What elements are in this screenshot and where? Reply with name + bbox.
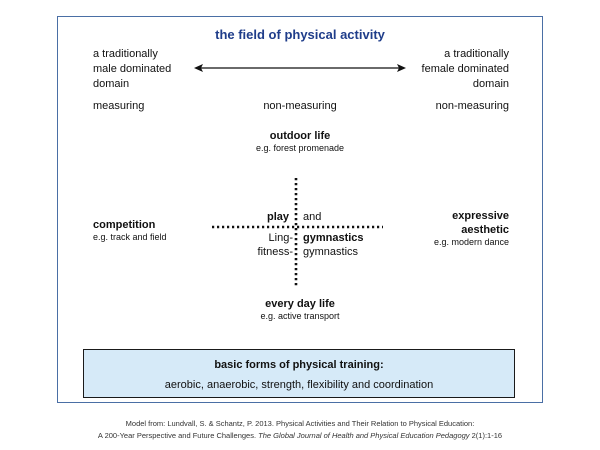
physical-training-items: aerobic, anaerobic, strength, flexibilit… xyxy=(164,379,434,391)
measuring-label: measuring xyxy=(93,100,145,112)
citation-line-2: A 200-Year Perspective and Future Challe… xyxy=(0,431,600,440)
citation-line-1: Model from: Lundvall, S. & Schantz, P. 2… xyxy=(125,419,475,428)
diagram-title: the field of physical activity xyxy=(215,27,385,42)
male-line-3: domain xyxy=(93,78,130,90)
center-ling-label: Ling- xyxy=(268,232,293,244)
expressive-title-line-1: expressive xyxy=(452,210,509,222)
outdoor-life-block: outdoor life e.g. forest promenade xyxy=(0,130,600,153)
competition-title: competition xyxy=(93,219,156,231)
citation-volume: 2(1):1-16 xyxy=(469,431,503,440)
competition-block: competition e.g. track and field xyxy=(93,219,167,242)
citation-article-title: A 200-Year Perspective and Future Challe… xyxy=(97,431,259,440)
expressive-example: e.g. modern dance xyxy=(433,237,509,247)
male-dominated-label: a traditionally male dominated domain xyxy=(93,47,171,92)
physical-training-title: basic forms of physical training: xyxy=(214,359,384,371)
center-gymnastics-label: gymnastics xyxy=(303,246,359,258)
female-line-1: a traditionally xyxy=(444,48,509,60)
female-line-2: female dominated xyxy=(421,63,509,75)
female-dominated-label: a traditionally female dominated domain xyxy=(422,47,509,92)
center-gymnastics-bold-label: gymnastics xyxy=(303,232,364,244)
every-day-life-title: every day life xyxy=(265,298,335,310)
male-line-2: male dominated xyxy=(93,63,172,75)
center-play-label: play xyxy=(266,211,289,223)
double-arrow xyxy=(194,64,406,72)
center-and-label: and xyxy=(303,211,322,223)
every-day-life-example: e.g. active transport xyxy=(260,311,340,321)
center-fitness-label: fitness- xyxy=(257,246,293,258)
outdoor-life-example: e.g. forest promenade xyxy=(255,143,345,153)
every-day-life-block: every day life e.g. active transport xyxy=(0,298,600,321)
non-measuring-right-label: non-measuring xyxy=(435,100,509,112)
outdoor-life-title: outdoor life xyxy=(269,130,331,142)
citation-journal: The Global Journal of Health and Physica… xyxy=(258,431,470,440)
male-line-1: a traditionally xyxy=(93,48,158,60)
expressive-title-line-2: aesthetic xyxy=(461,224,509,236)
expressive-block: expressive aesthetic e.g. modern dance xyxy=(434,210,509,247)
non-measuring-center-label: non-measuring xyxy=(263,100,337,112)
female-line-3: domain xyxy=(472,78,509,90)
competition-example: e.g. track and field xyxy=(93,232,167,242)
diagram-frame xyxy=(57,16,543,403)
physical-training-box: basic forms of physical training: aerobi… xyxy=(83,349,515,398)
